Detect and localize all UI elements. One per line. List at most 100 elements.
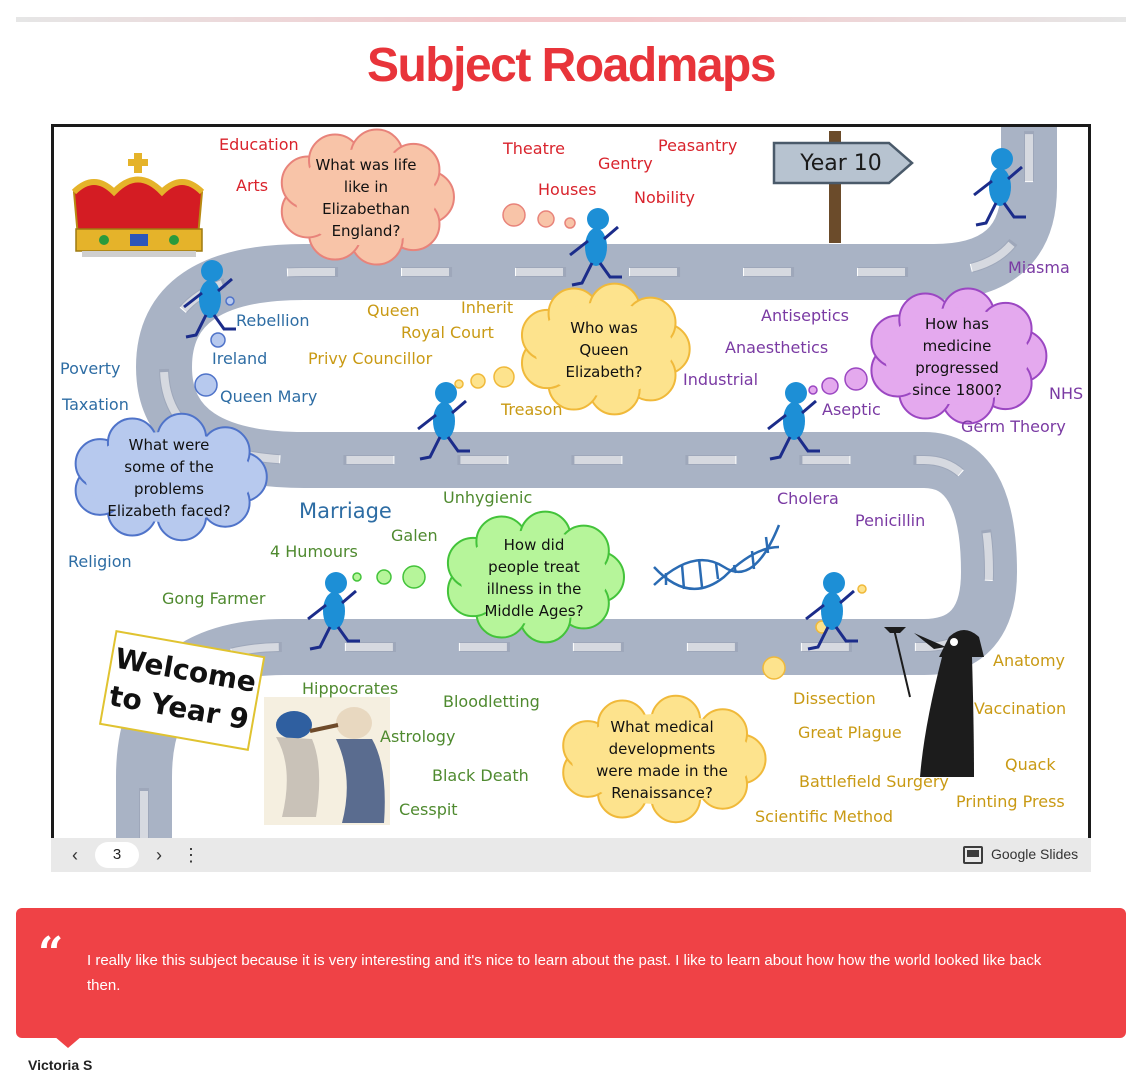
- cloud-text-line: were made in the: [596, 762, 728, 780]
- topic-label: Queen: [367, 301, 420, 320]
- runner-icon: [767, 382, 820, 461]
- cloud-text-line: What medical: [610, 718, 713, 736]
- topic-label: Bloodletting: [443, 692, 540, 711]
- plague-doctor-icon: [884, 627, 984, 777]
- dna-icon: [653, 524, 781, 591]
- topic-label: Great Plague: [798, 723, 902, 742]
- topic-label: Inherit: [461, 298, 513, 317]
- cloud-text-line: Queen: [579, 341, 628, 359]
- topic-label: Theatre: [502, 139, 565, 158]
- topic-label: Dissection: [793, 689, 876, 708]
- roadmap-illustration: Year 10: [60, 127, 1083, 838]
- thought-trail: [352, 565, 426, 589]
- topic-label: Industrial: [683, 370, 758, 389]
- topic-label: Education: [219, 135, 299, 154]
- cloud-text-line: Middle Ages?: [484, 602, 583, 620]
- topic-label: Taxation: [61, 395, 129, 414]
- topic-label: Scientific Method: [755, 807, 893, 826]
- topic-label: NHS: [1049, 384, 1083, 403]
- topic-label: Treason: [500, 400, 563, 419]
- chevron-right-icon[interactable]: ›: [156, 845, 162, 865]
- topic-label: Anatomy: [993, 651, 1065, 670]
- topic-label: Hippocrates: [302, 679, 398, 698]
- signpost-icon: Year 10: [772, 131, 914, 243]
- thought-trail: [762, 584, 867, 680]
- testimonial-author: Victoria S: [28, 1057, 93, 1071]
- topic-label: Anaesthetics: [725, 338, 828, 357]
- cloud-text-line: people treat: [488, 558, 580, 576]
- topic-label: Penicillin: [855, 511, 925, 530]
- topic-label: Galen: [391, 526, 438, 545]
- cloud-text-line: progressed: [915, 359, 999, 377]
- runner-icon: [973, 148, 1026, 227]
- cloud-text-line: like in: [344, 178, 388, 196]
- topic-label: 4 Humours: [270, 542, 358, 561]
- thought-trail: [502, 203, 576, 229]
- testimonial-text: I really like this subject because it is…: [87, 952, 1042, 994]
- topic-label: Germ Theory: [961, 417, 1066, 436]
- topic-label: Religion: [68, 552, 132, 571]
- topic-label: Printing Press: [956, 792, 1065, 811]
- cloud-text-line: England?: [332, 222, 401, 240]
- topic-label: Black Death: [432, 766, 529, 785]
- top-divider: [16, 17, 1126, 22]
- page-title: Subject Roadmaps: [366, 39, 777, 92]
- topic-label: Gentry: [598, 154, 653, 173]
- topic-label: Nobility: [634, 188, 695, 207]
- topic-label: Arts: [236, 176, 268, 195]
- topic-label: Quack: [1005, 755, 1056, 774]
- topic-label: Queen Mary: [220, 387, 317, 406]
- cloud-text-line: What were: [129, 436, 210, 454]
- topic-label: Vaccination: [974, 699, 1066, 718]
- thought-trail: [194, 296, 235, 397]
- page-number[interactable]: 3: [95, 842, 139, 868]
- runner-icon: [805, 572, 858, 651]
- runner-icon: [417, 382, 470, 461]
- road-markings-inner: [139, 127, 1034, 838]
- topic-label: Royal Court: [401, 323, 494, 342]
- welcome-sign: Welcome to Year 9: [98, 630, 266, 751]
- topic-label: Gong Farmer: [162, 589, 266, 608]
- topic-label: Aseptic: [822, 400, 881, 419]
- cloud-text-line: medicine: [923, 337, 992, 355]
- roadmap-slide: Year 10: [51, 124, 1091, 838]
- slides-controls: ‹ 3 › ⋮ Google Slides: [51, 838, 1091, 872]
- cloud-text-line: How has: [925, 315, 989, 333]
- testimonial-card: “ I really like this subject because it …: [16, 908, 1126, 1038]
- runner-icon: [307, 572, 360, 651]
- testimonial-pointer: [54, 1036, 82, 1048]
- cloud-text-line: problems: [134, 480, 204, 498]
- topic-label: Cesspit: [399, 800, 458, 819]
- cloud-text-line: Who was: [570, 319, 638, 337]
- cloud-text-line: Elizabethan: [322, 200, 410, 218]
- cloud-text-line: What was life: [315, 156, 416, 174]
- cloud-text-line: developments: [609, 740, 716, 758]
- more-vertical-icon[interactable]: ⋮: [182, 845, 200, 865]
- thought-trail: [808, 367, 868, 395]
- medieval-doctors-image: [264, 697, 390, 825]
- runner-icon: [183, 260, 236, 339]
- topic-label: Peasantry: [658, 136, 737, 155]
- year-sign-label: Year 10: [799, 151, 882, 176]
- topic-label: Ireland: [212, 349, 267, 368]
- road-markings: [140, 127, 1033, 838]
- cloud-text-line: Elizabeth?: [566, 363, 643, 381]
- runner-icon: [569, 208, 622, 287]
- topic-label: Astrology: [380, 727, 455, 746]
- topic-label: Unhygienic: [443, 488, 532, 507]
- topic-label: Privy Councillor: [308, 349, 433, 368]
- google-slides-link[interactable]: Google Slides: [991, 846, 1079, 862]
- slides-embed[interactable]: Year 10: [51, 124, 1091, 872]
- google-slides-icon[interactable]: [963, 846, 983, 864]
- topic-label: Battlefield Surgery: [799, 772, 949, 791]
- cloud-text-line: How did: [504, 536, 565, 554]
- thought-cloud-renaissance: What medical developments were made in the…: [562, 694, 767, 824]
- thought-trail: [454, 366, 515, 389]
- topic-label: Houses: [538, 180, 596, 199]
- chevron-left-icon[interactable]: ‹: [72, 845, 78, 865]
- cloud-text-line: some of the: [124, 458, 213, 476]
- cloud-text-line: Renaissance?: [611, 784, 713, 802]
